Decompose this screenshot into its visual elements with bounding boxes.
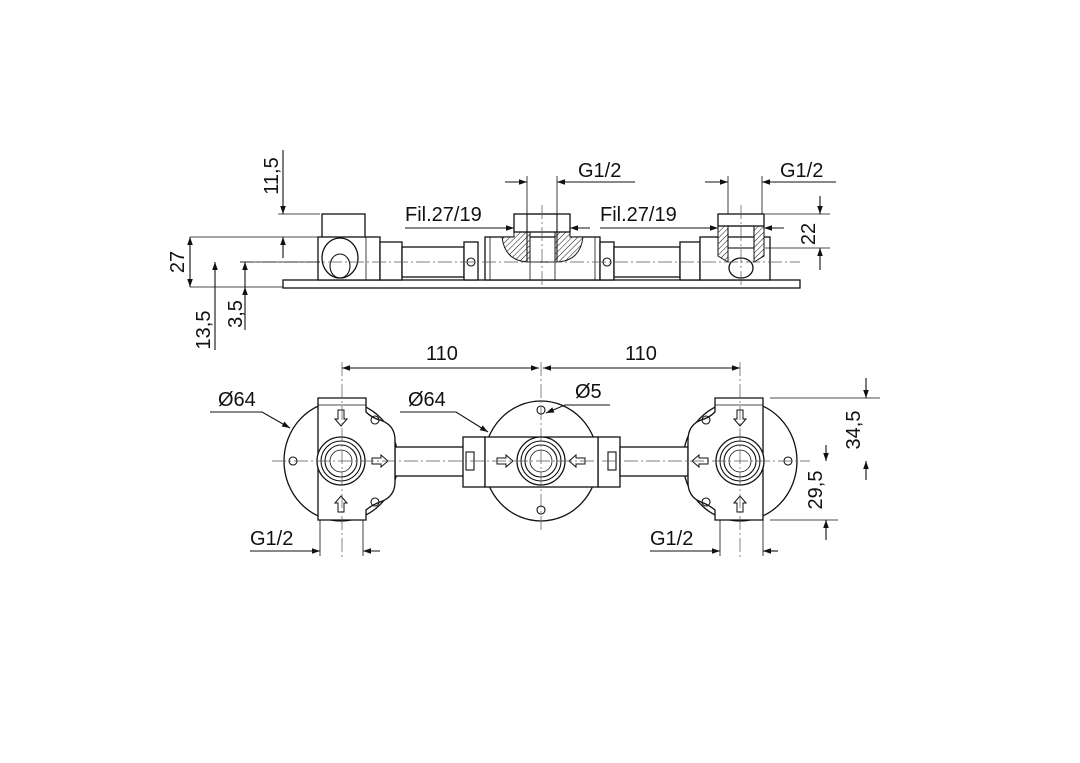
side-view: 11,5 27 13,5 3,5 G1/2 Fil.27/19 G1/2 Fil… [167,150,836,350]
dim-center-thread: G1/2 [578,160,621,182]
dim-center-plate-diameter: Ø64 [408,389,446,411]
front-view: 110 110 Ø64 Ø64 Ø5 34,5 29,5 G1/2 G1/2 [210,343,880,560]
dim-upper-height: 34,5 [843,411,865,450]
dim-right-thread: G1/2 [650,528,693,550]
dim-plate-offset: 3,5 [225,300,247,328]
left-cap [321,213,366,239]
center-body [484,236,601,281]
dim-left-plate-diameter: Ø64 [218,389,256,411]
dim-right-thread: G1/2 [780,160,823,182]
dim-body-height: 27 [167,251,189,273]
dim-fitting-height: 22 [798,223,820,245]
dim-lower-height: 29,5 [805,471,827,510]
dim-cap-height: 11,5 [261,157,283,194]
base-plate [282,279,801,289]
dim-spacing-right: 110 [625,343,657,365]
dim-spacing-left: 110 [426,343,458,365]
dim-axis-height: 13,5 [193,311,215,350]
dim-left-thread: G1/2 [250,528,293,550]
label-center-fitting: Fil.27/19 [405,204,482,226]
dim-hole-diameter: Ø5 [575,381,602,403]
label-right-fitting: Fil.27/19 [600,204,677,226]
